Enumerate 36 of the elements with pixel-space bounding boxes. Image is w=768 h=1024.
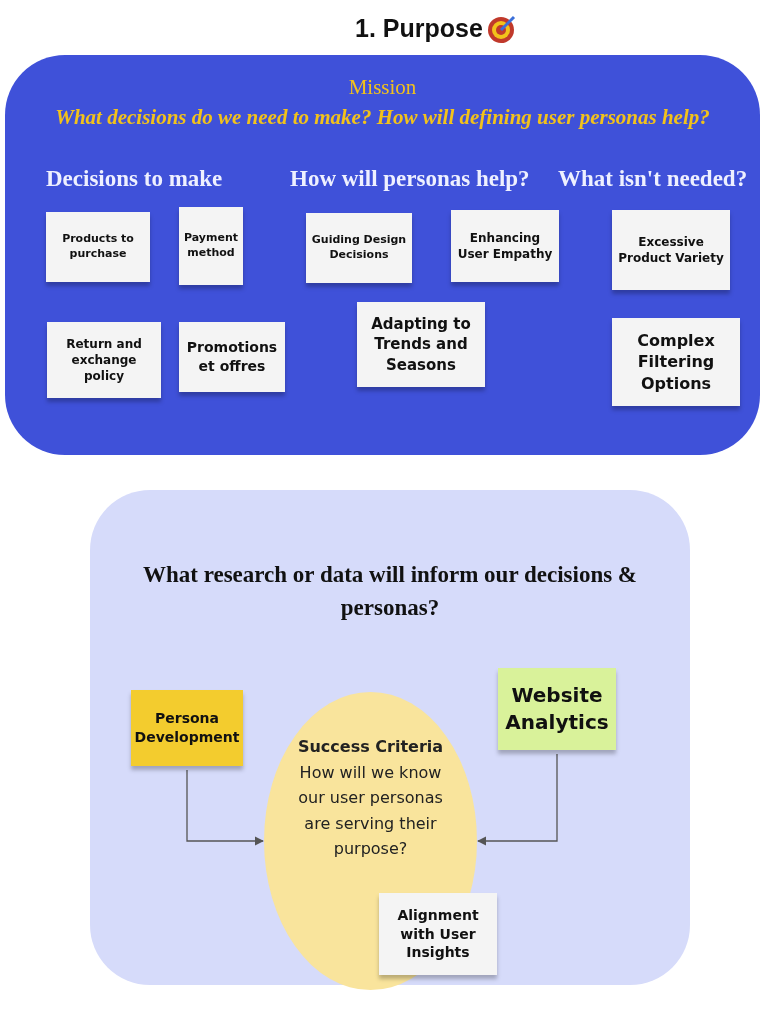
ellipse-text: How will we know our user personas are serving their purpose? [297, 761, 444, 861]
sticky-note [498, 668, 616, 750]
note-text: Payment method [183, 231, 239, 261]
sticky-note [131, 690, 243, 766]
sticky-note [451, 210, 559, 282]
note-text: Alignment with User Insights [396, 905, 480, 963]
panel-subheading: What decisions do we need to make? How will defining user personas help? [54, 105, 711, 130]
note-text: Enhancing User Empathy [456, 229, 554, 263]
sticky-note [379, 893, 497, 975]
sticky-note [179, 322, 285, 392]
sticky-note [612, 210, 730, 290]
note-text: Guiding Design Decisions [310, 233, 408, 263]
note-text: Promotions et offres [185, 338, 279, 376]
sticky-note [357, 302, 485, 387]
column-heading: Decisions to make [46, 166, 223, 192]
sticky-note [306, 213, 412, 283]
arrow [186, 769, 264, 846]
sticky-note [46, 212, 150, 282]
note-text: Excessive Product Variety [617, 233, 725, 267]
panel-heading: Mission [347, 75, 418, 100]
note-text: Complex Filtering Options [636, 329, 716, 395]
column-heading: How will personas help? [290, 166, 530, 192]
note-text: Adapting to Trends and Seasons [370, 314, 472, 375]
arrow [477, 753, 558, 846]
column-heading: What isn't needed? [558, 166, 748, 192]
sticky-note [47, 322, 161, 398]
sticky-note [612, 318, 740, 406]
panel-heading: What research or data will inform our decisions & personas? [141, 561, 639, 623]
panel-background [5, 55, 760, 455]
note-text: Products to purchase [61, 232, 135, 262]
sticky-note [179, 207, 243, 285]
note-text: Website Analytics [504, 682, 610, 736]
ellipse-heading: Success Criteria [297, 736, 444, 758]
note-text: Persona Development [134, 709, 240, 747]
note-text: Return and exchange policy [65, 335, 143, 385]
page-title: 1. Purpose [355, 14, 483, 43]
